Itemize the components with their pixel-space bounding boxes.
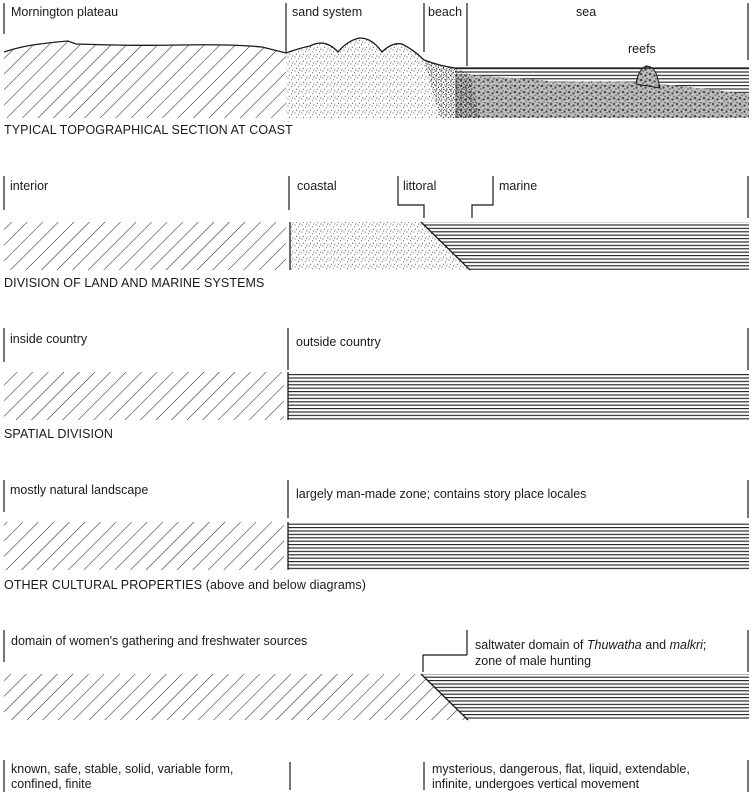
label-man-made-zone: largely man-made zone; contains story pl… bbox=[296, 487, 586, 501]
label-inside-country: inside country bbox=[10, 332, 88, 346]
section-spatial: inside country outside country SPATIAL D… bbox=[3, 328, 749, 441]
coastal-fill bbox=[290, 222, 470, 270]
sand-fill bbox=[286, 38, 462, 118]
label-sand-system: sand system bbox=[292, 5, 362, 19]
seabed bbox=[455, 74, 749, 118]
land-properties-line2: confined, finite bbox=[11, 777, 92, 791]
reef bbox=[635, 65, 661, 89]
label-coastal: coastal bbox=[297, 179, 337, 193]
manmade-fill bbox=[288, 522, 749, 570]
bracket-marine bbox=[471, 176, 494, 218]
inside-fill bbox=[4, 372, 284, 420]
natural-fill bbox=[4, 522, 284, 570]
interior-fill bbox=[4, 222, 286, 270]
sea-properties-line2: infinite, undergoes vertical movement bbox=[432, 777, 640, 791]
surface-profile bbox=[3, 37, 749, 69]
bracket-saltwater bbox=[422, 654, 467, 672]
label-beach: beach bbox=[428, 5, 462, 19]
section-cultural: mostly natural landscape largely man-mad… bbox=[3, 480, 749, 592]
label-reefs: reefs bbox=[628, 42, 656, 56]
shore-slope bbox=[420, 221, 471, 271]
outside-fill bbox=[288, 372, 749, 420]
sea-properties-line1: mysterious, dangerous, flat, liquid, ext… bbox=[432, 762, 690, 776]
label-plateau: Mornington plateau bbox=[11, 5, 118, 19]
label-interior: interior bbox=[10, 179, 48, 193]
caption-topographical: TYPICAL TOPOGRAPHICAL SECTION AT COAST bbox=[4, 123, 293, 137]
label-male-hunting: zone of male hunting bbox=[475, 654, 591, 668]
label-marine: marine bbox=[499, 179, 537, 193]
caption-cultural: OTHER CULTURAL PROPERTIES (above and bel… bbox=[4, 578, 366, 592]
sea-fill bbox=[421, 674, 749, 720]
section-division: interior coastal littoral marine DIVISIO… bbox=[3, 176, 749, 290]
land-fill bbox=[4, 674, 468, 720]
label-saltwater-domain: saltwater domain of Thuwatha and malkri; bbox=[475, 638, 706, 652]
label-natural-landscape: mostly natural landscape bbox=[10, 483, 148, 497]
label-sea: sea bbox=[576, 5, 596, 19]
plateau-fill bbox=[4, 41, 286, 118]
label-womens-domain: domain of women's gathering and freshwat… bbox=[11, 634, 307, 648]
shore-slope bbox=[420, 673, 469, 721]
land-properties-line1: known, safe, stable, solid, variable for… bbox=[11, 762, 233, 776]
section-domains: domain of women's gathering and freshwat… bbox=[3, 630, 749, 792]
caption-division: DIVISION OF LAND AND MARINE SYSTEMS bbox=[4, 276, 265, 290]
beach-fill bbox=[424, 60, 480, 118]
section-topographical: Mornington plateau sand system beach sea… bbox=[3, 3, 749, 137]
caption-spatial: SPATIAL DIVISION bbox=[4, 427, 113, 441]
label-littoral: littoral bbox=[403, 179, 436, 193]
label-outside-country: outside country bbox=[296, 335, 382, 349]
bracket-littoral bbox=[397, 176, 425, 218]
marine-fill bbox=[421, 222, 749, 270]
